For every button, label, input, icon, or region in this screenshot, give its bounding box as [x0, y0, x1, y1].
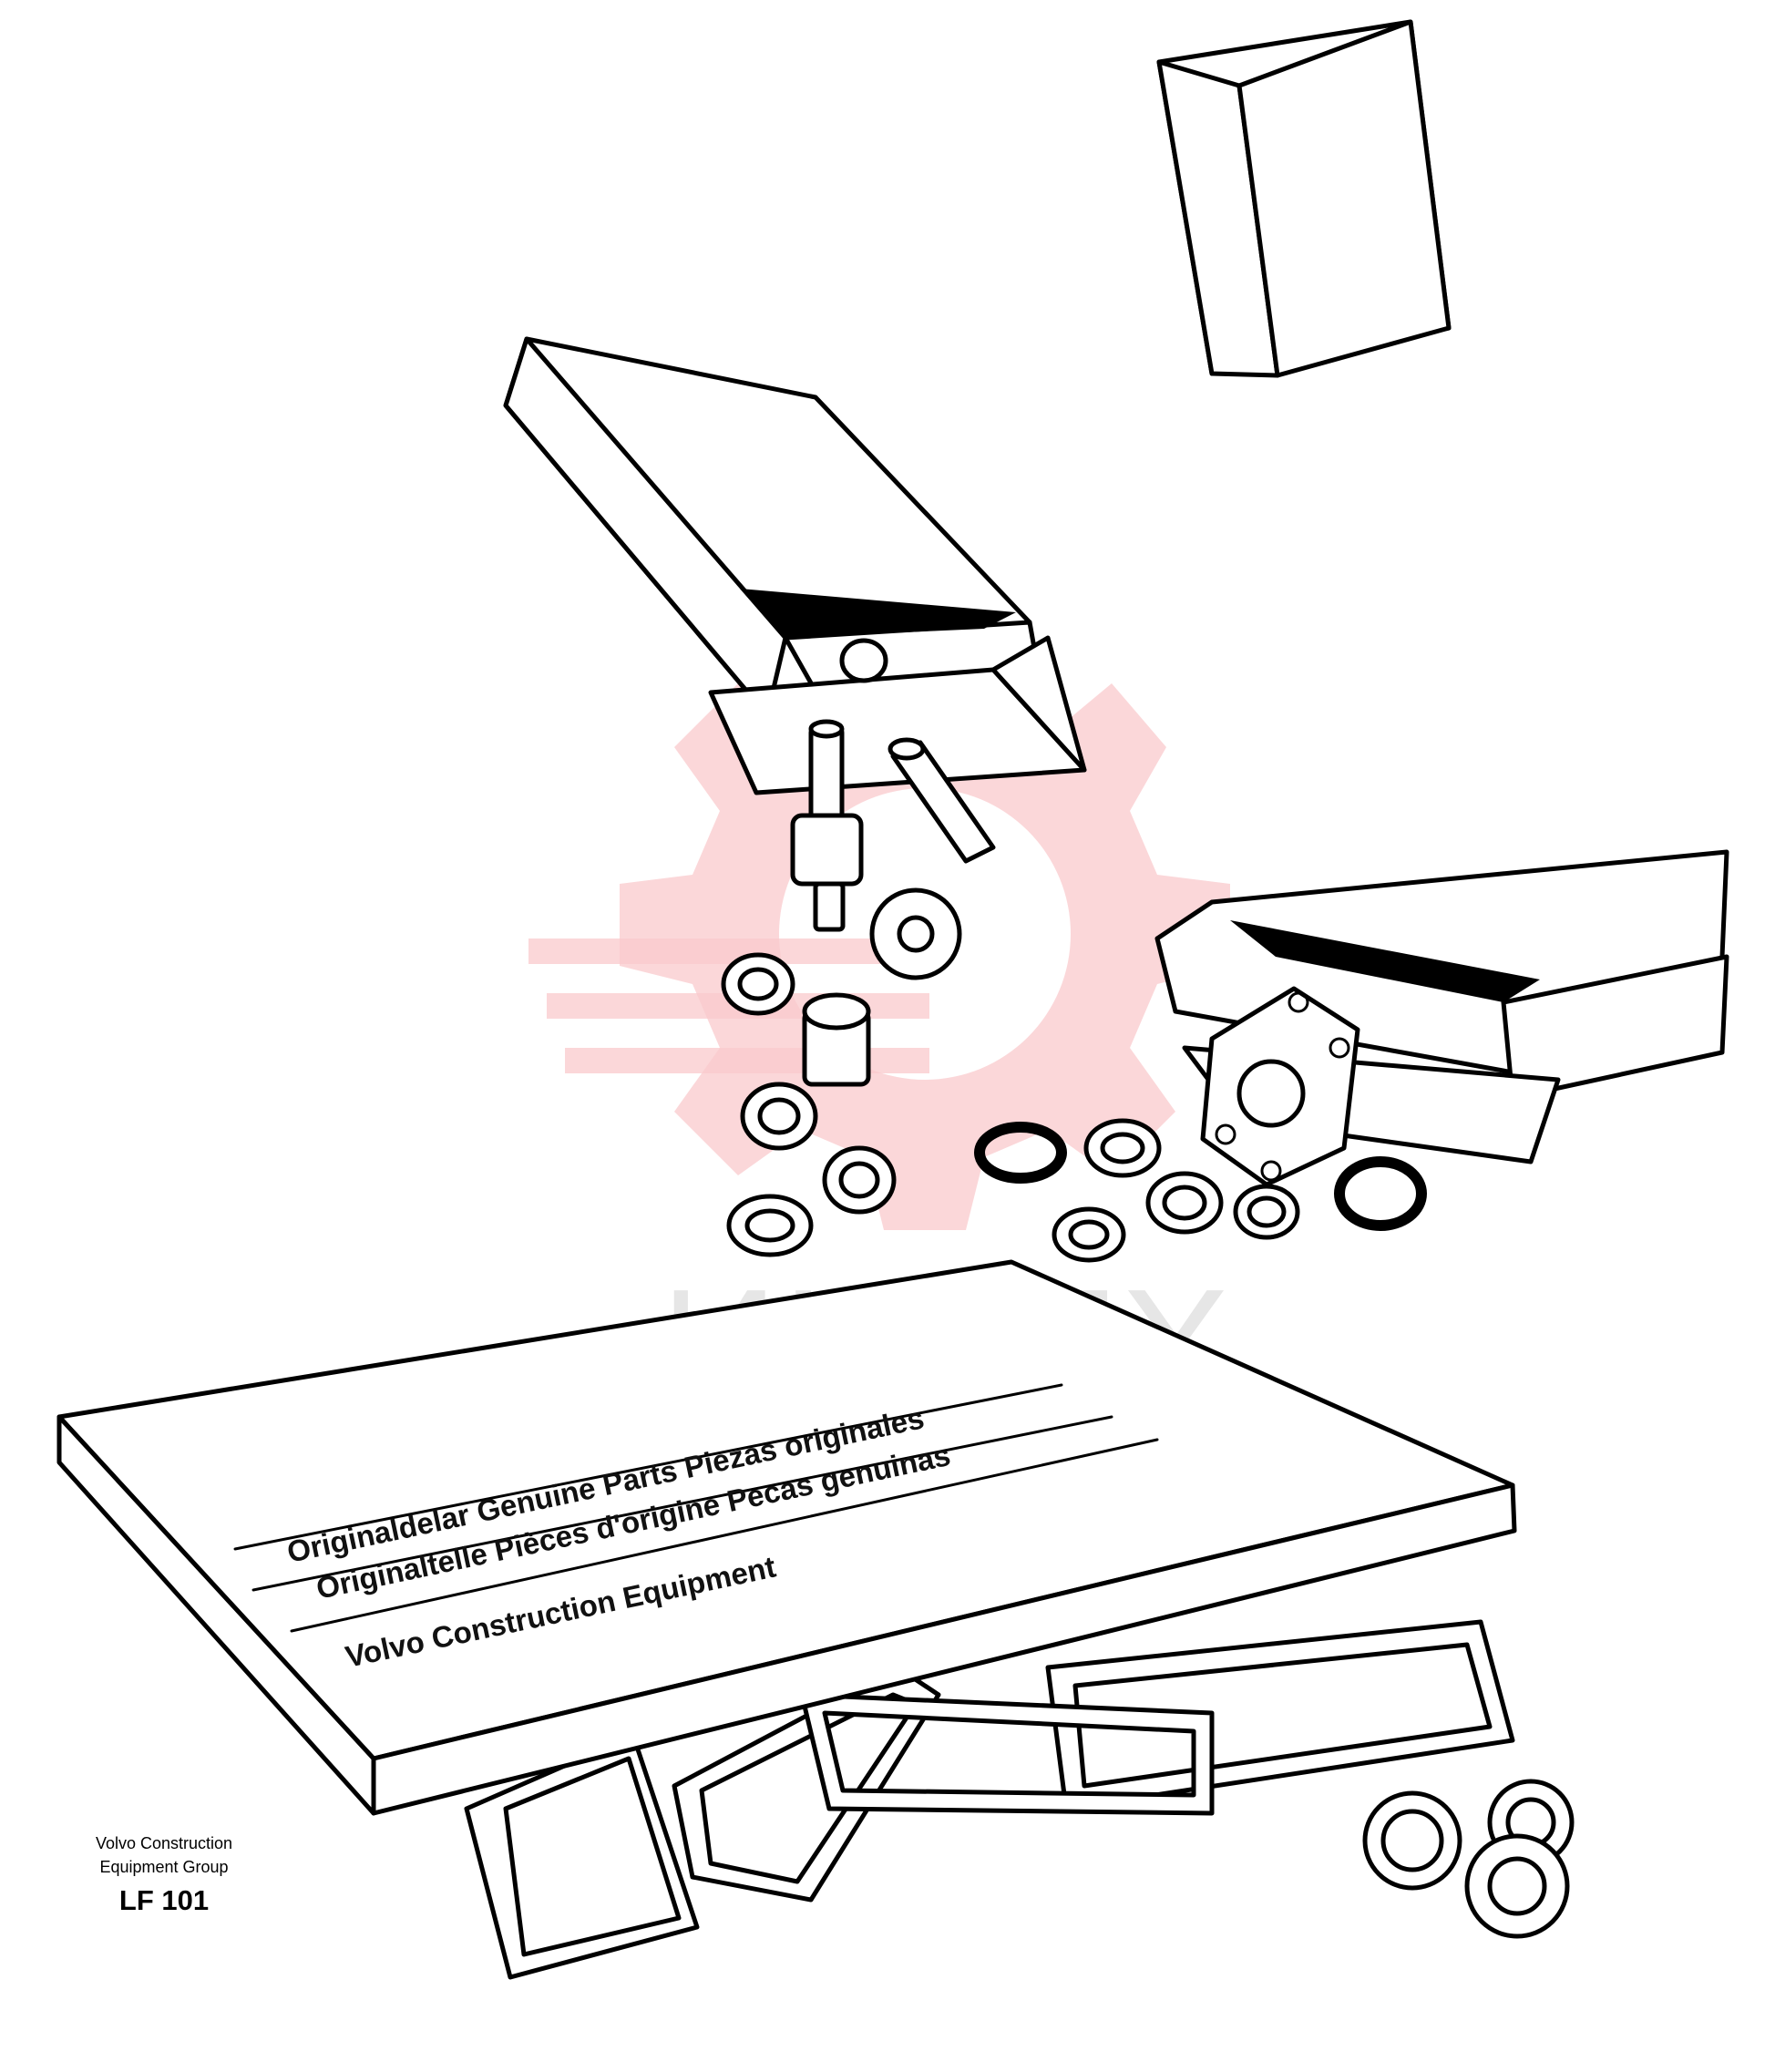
figure-code: LF 101 [118, 1884, 210, 1916]
caption-line-2: Equipment Group [99, 1858, 229, 1876]
open-box-left [503, 336, 1087, 795]
closed-box [1156, 19, 1452, 378]
gear-icon [869, 887, 962, 980]
seal-rings [721, 952, 1427, 1263]
parts-book: Originaldelar Genuine Parts Piezas origi… [56, 1259, 1517, 1816]
caption-line-1: Volvo Construction [95, 1834, 233, 1852]
bushing [802, 992, 871, 1087]
pin-parts [790, 719, 996, 932]
bearings [1362, 1779, 1575, 1939]
rectangular-gaskets [464, 1619, 1515, 1980]
flange-gasket [1200, 986, 1360, 1187]
figure-caption: Volvo Construction Equipment Group LF 10… [55, 1831, 273, 1921]
